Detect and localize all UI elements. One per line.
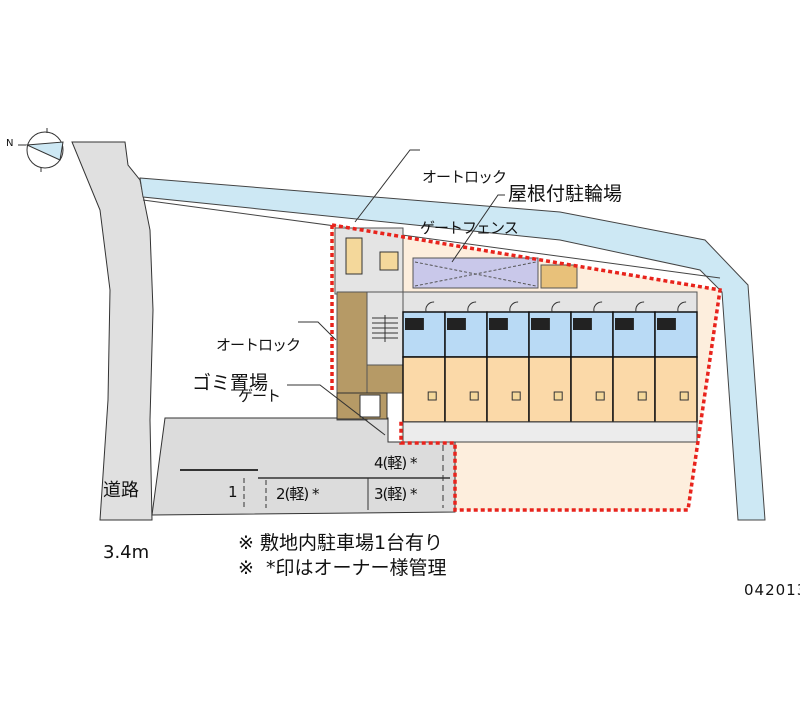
parking-space-2: 2(軽) *: [276, 485, 320, 503]
unit-window-icon: [553, 391, 563, 401]
unit-room: [570, 356, 614, 423]
unit-kitchen: [531, 318, 550, 330]
unit-kitchen: [405, 318, 424, 330]
garbage-area-label: ゴミ置場: [192, 372, 269, 394]
unit-kitchen: [489, 318, 508, 330]
unit-window-icon: [595, 391, 605, 401]
door-icon: [593, 301, 603, 313]
unit-kitchen: [657, 318, 676, 330]
label-line: ゲートフェンス: [420, 219, 519, 238]
unit-room: [402, 356, 446, 423]
road: [71, 141, 154, 521]
label-line: オートロック: [216, 335, 301, 354]
unit-window-icon: [679, 391, 689, 401]
unit-window-icon: [637, 391, 647, 401]
river: [139, 177, 766, 521]
unit-kitchen: [447, 318, 466, 330]
balcony-strip: [402, 421, 698, 443]
door-icon: [509, 301, 519, 313]
unit-window-icon: [469, 391, 479, 401]
box-2: [379, 251, 399, 271]
bicycle-parking-label: 屋根付駐輪場: [508, 183, 623, 205]
box-1: [345, 237, 363, 275]
apartment-unit: [402, 301, 446, 423]
note-owner-managed: ※ *印はオーナー様管理: [238, 557, 447, 579]
apartment-unit: [570, 301, 614, 423]
parking-space-1: 1: [228, 483, 237, 501]
autolock-gate-label: オートロック ゲート: [216, 302, 301, 423]
door-icon: [677, 301, 687, 313]
note-parking: ※ 敷地内駐車場1台有り: [238, 532, 444, 554]
apartment-unit: [486, 301, 530, 423]
unit-kitchen: [615, 318, 634, 330]
apartment-unit: [654, 301, 698, 423]
unit-room: [612, 356, 656, 423]
label-line: 3.4m: [103, 542, 150, 564]
door-icon: [467, 301, 477, 313]
unit-window-icon: [511, 391, 521, 401]
compass-north-label: N: [6, 138, 14, 149]
parking-space-3: 3(軽) *: [374, 485, 418, 503]
unit-room: [654, 356, 698, 423]
bicycle-parking-area: [412, 257, 539, 289]
corridor: [402, 291, 698, 313]
door-icon: [551, 301, 561, 313]
apartment-unit: [444, 301, 488, 423]
label-line: ゲート: [238, 387, 281, 406]
label-line: オートロック: [422, 167, 507, 186]
unit-room: [528, 356, 572, 423]
autolock-gate-fence-label: オートロック ゲートフェンス: [420, 134, 519, 255]
door-icon: [425, 301, 435, 313]
label-line: 道路: [103, 480, 139, 502]
road-label: 道路 3.4m: [103, 440, 149, 585]
apartment-unit: [612, 301, 656, 423]
door-icon: [635, 301, 645, 313]
property-code: 042013: [744, 581, 800, 599]
site-boundary: [330, 223, 722, 512]
unit-room: [486, 356, 530, 423]
parking-space-4: 4(軽) *: [374, 454, 418, 472]
unit-room: [444, 356, 488, 423]
apartment-unit: [528, 301, 572, 423]
unit-window-icon: [427, 391, 437, 401]
north-compass: [18, 128, 64, 172]
bicycle-rack: [540, 264, 578, 289]
unit-kitchen: [573, 318, 592, 330]
